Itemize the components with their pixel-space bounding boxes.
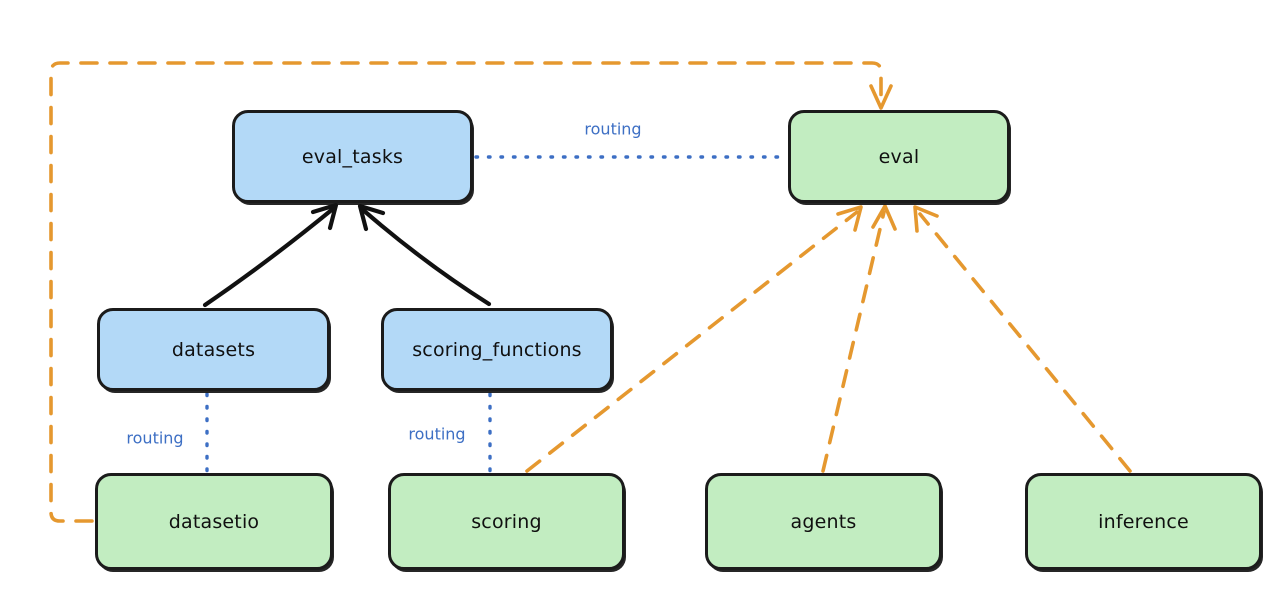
edge-inference-eval (913, 205, 1132, 473)
node-label-scoring-functions: scoring_functions (412, 338, 582, 361)
node-scoring-functions[interactable]: scoring_functions (381, 308, 613, 391)
node-label-scoring: scoring (471, 510, 542, 533)
edge-label-routing-scoring: routing (408, 424, 466, 444)
node-agents[interactable]: agents (705, 473, 942, 570)
node-label-inference: inference (1098, 510, 1189, 533)
node-datasets[interactable]: datasets (97, 308, 330, 391)
edge-datasets-eval_tasks (202, 202, 339, 308)
node-label-datasetio: datasetio (168, 510, 260, 533)
node-label-eval-tasks: eval_tasks (301, 145, 404, 168)
edge-label-routing-eval: routing (584, 119, 642, 139)
node-datasetio[interactable]: datasetio (95, 473, 333, 570)
node-scoring[interactable]: scoring (388, 473, 625, 570)
edge-scoring_functions-eval_tasks (357, 203, 492, 307)
edge-label-routing-datasetio: routing (126, 428, 184, 448)
node-label-eval: eval (878, 145, 920, 168)
node-eval-tasks[interactable]: eval_tasks (232, 110, 473, 203)
node-eval[interactable]: eval (788, 110, 1010, 203)
node-label-datasets: datasets (171, 338, 256, 361)
edge-agents-eval (821, 204, 897, 473)
node-label-agents: agents (790, 510, 857, 533)
node-inference[interactable]: inference (1025, 473, 1262, 570)
